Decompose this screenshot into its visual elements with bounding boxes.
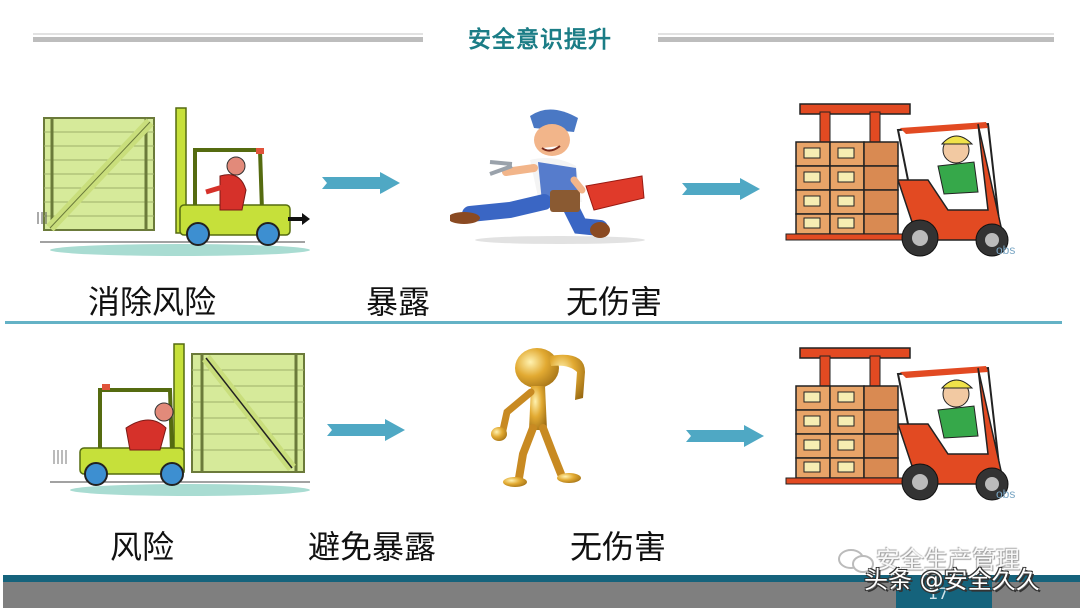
gold-figure-image [485,342,595,487]
orange-forklift-image-1: obs [778,100,1040,260]
footer-stripe [3,575,1080,582]
step-label: 无伤害 [566,283,663,321]
page-number-box [896,575,992,608]
step-label: 无伤害 [570,528,667,566]
step-label: 风险 [110,528,175,566]
arrow-right-icon [682,178,760,200]
running-worker-image [450,102,655,247]
step-label: 消除风险 [88,283,217,321]
forklift-crate-image-2 [30,340,315,500]
slide-title: 安全意识提升 [468,27,612,53]
step-label: 暴露 [366,283,431,321]
row-divider [5,321,1062,324]
arrow-right-icon [327,419,405,441]
title-rule-right [658,33,1054,43]
orange-forklift-image-2: obs [778,344,1040,504]
arrow-right-icon [322,172,400,194]
page-number: 17 [928,584,949,603]
step-label: 避免暴露 [308,528,437,566]
forklift-crate-image-1 [30,100,315,260]
wechat-watermark: 安全生产管理 [836,540,1020,575]
svg-text:obs: obs [996,487,1015,501]
arrow-right-icon [686,425,764,447]
wechat-watermark-text: 安全生产管理 [876,546,1020,574]
title-rule-left [33,33,423,43]
title-bar: 安全意识提升 [0,0,1080,70]
wechat-icon [836,547,876,575]
toutiao-watermark: 头条 @安全久久 [864,566,1040,594]
svg-text:obs: obs [996,243,1015,257]
